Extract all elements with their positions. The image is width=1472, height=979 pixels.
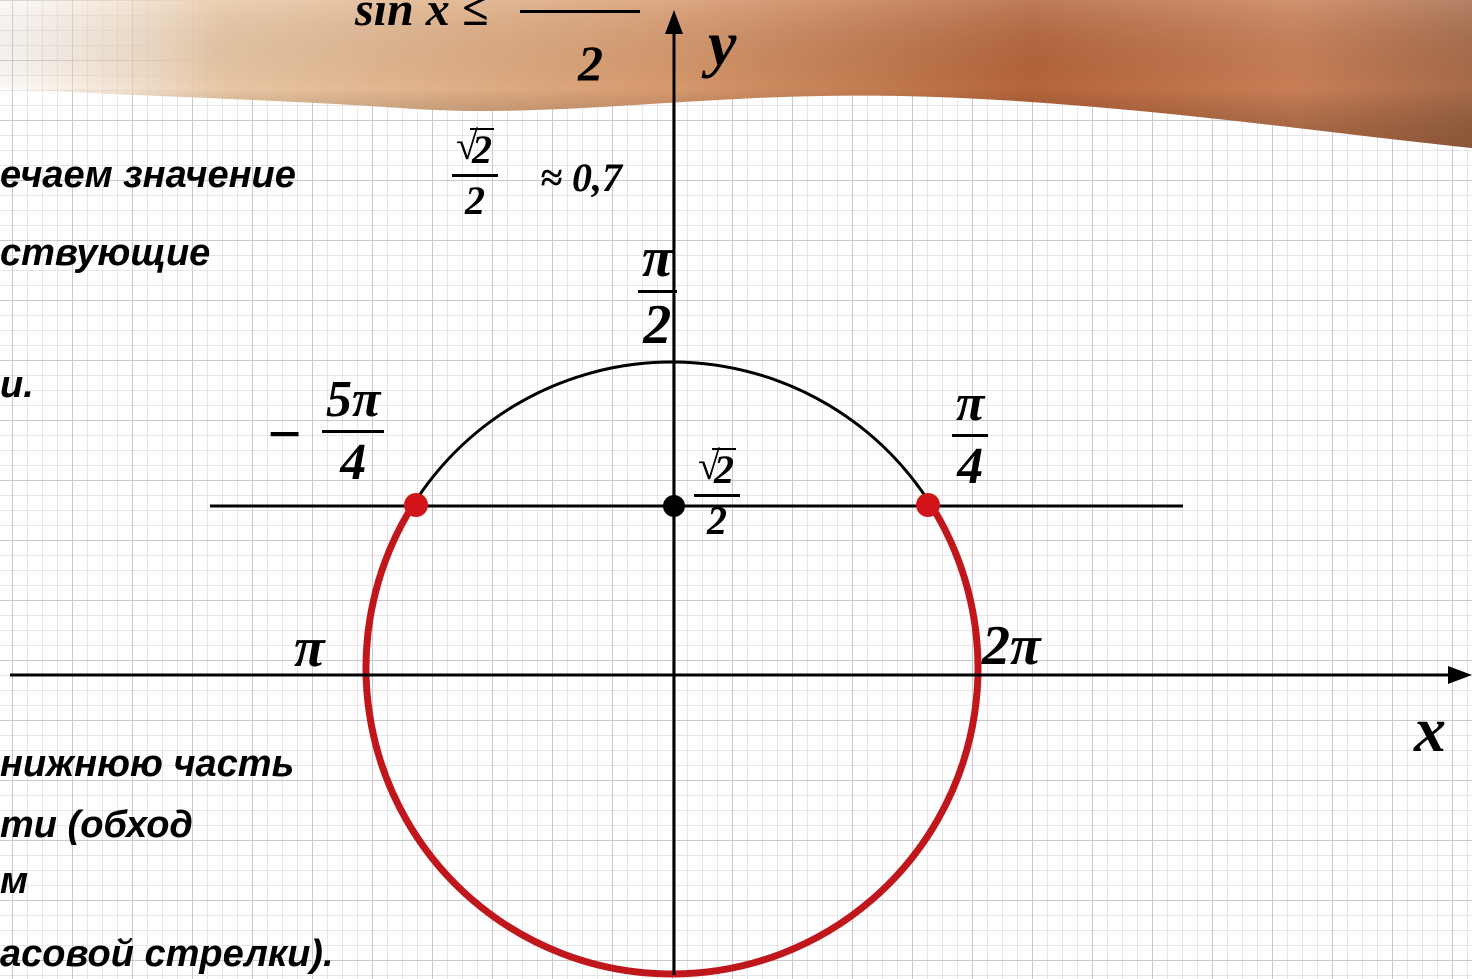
label-neg-five-pi-quarter: 5π 4 — [322, 374, 385, 489]
heading-inequality: sin x ≤ — [355, 0, 488, 34]
text-line-7: асовой стрелки). — [0, 933, 334, 975]
upper-arc — [411, 360, 933, 506]
heading-fraction-bar — [520, 10, 640, 13]
point-neg-5pi-4 — [404, 493, 428, 517]
text-line-5: ти (обход — [0, 804, 193, 846]
x-axis-arrow — [1448, 666, 1472, 684]
heading-den: 2 — [578, 35, 603, 91]
center-value-fraction: √2 2 — [694, 446, 740, 541]
text-line-6: м — [0, 860, 29, 902]
text-line-4: нижнюю часть — [0, 743, 295, 785]
text-line-3: и. — [0, 364, 34, 406]
x-axis-label: x — [1414, 694, 1446, 765]
label-pi-quarter: π 4 — [952, 378, 989, 493]
text-line-1: ечаем значение — [0, 154, 296, 196]
solution-arc — [362, 503, 982, 978]
label-pi-half: π 2 — [638, 230, 677, 353]
heading-denominator: 2 — [578, 38, 603, 88]
approx-fraction: √2 2 — [452, 126, 498, 221]
text-line-2: ствующие — [0, 232, 211, 274]
y-axis-label: y — [708, 8, 737, 79]
center-point — [663, 495, 685, 517]
label-neg-sign: − — [266, 401, 303, 467]
label-two-pi: 2π — [982, 615, 1041, 677]
heading-lhs: sin x ≤ — [355, 0, 489, 36]
label-pi: π — [294, 617, 325, 679]
y-axis-arrow — [665, 10, 683, 34]
approx-value: ≈ 0,7 — [540, 155, 622, 200]
point-pi-4 — [916, 493, 940, 517]
